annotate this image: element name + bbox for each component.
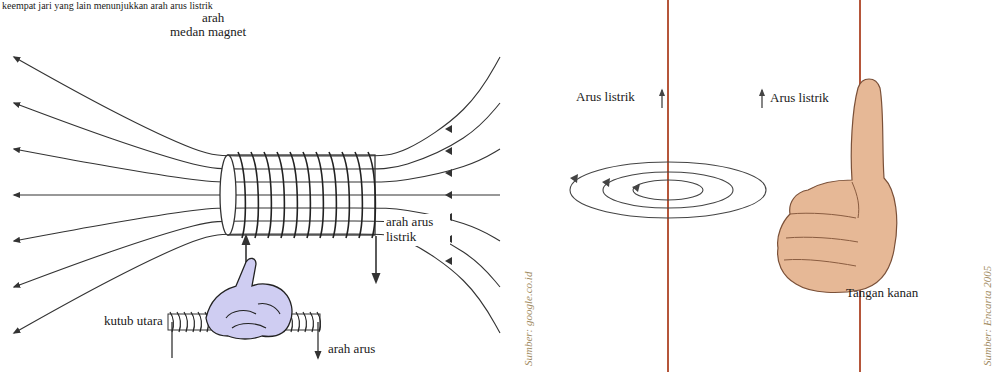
coil-windings — [238, 152, 375, 238]
coil-turn — [238, 152, 245, 238]
hand-label: Tangan kanan — [846, 286, 918, 301]
field-arrow — [445, 125, 452, 133]
coil-turn — [191, 312, 194, 332]
current-label: arah arus — [328, 342, 375, 357]
pole-label: kutub utara — [104, 314, 163, 329]
hand — [206, 258, 292, 339]
coil-turn — [251, 152, 258, 238]
field-arrow — [445, 147, 452, 155]
field-circle — [570, 162, 766, 218]
field-label: arah — [202, 11, 224, 26]
field-line — [14, 57, 500, 156]
coil-turn — [177, 312, 180, 332]
coil-turn — [368, 152, 375, 238]
coil-turn — [198, 312, 201, 332]
current-label: arah arus listrik — [384, 214, 450, 246]
field-label: medan magnet — [170, 25, 246, 40]
solenoid — [220, 152, 376, 282]
current-arrow — [761, 90, 762, 108]
finger-lines — [226, 303, 280, 328]
field-line — [14, 103, 500, 169]
coil-turn — [303, 312, 306, 332]
field-line — [14, 194, 500, 195]
solenoid-core — [228, 155, 375, 235]
core-end — [220, 155, 236, 235]
straight-wire — [570, 0, 766, 372]
coil-turn — [355, 152, 362, 238]
coil-turn — [184, 312, 187, 332]
right-hand — [778, 79, 897, 292]
field-arrow — [445, 191, 452, 199]
field-arrow — [445, 257, 452, 265]
coil-turn — [277, 152, 284, 238]
wire — [667, 0, 669, 372]
small-lead-out — [317, 322, 318, 358]
current-arrow — [661, 90, 662, 108]
field-circle — [603, 172, 733, 208]
hand-grip-solenoid — [168, 258, 320, 358]
source-note: Sumber: google.co.id — [522, 272, 535, 366]
current-label: Arus listrik — [576, 90, 635, 105]
field-arrow — [445, 169, 452, 177]
right-hand-rule — [762, 0, 897, 372]
coil-turn — [310, 312, 313, 332]
field-circle — [633, 180, 703, 200]
current-label: Arus listrik — [768, 90, 831, 107]
coil-turn — [342, 152, 349, 238]
coil-turn — [316, 152, 323, 238]
coil-turn — [303, 152, 310, 238]
coil-turn — [264, 152, 271, 238]
small-lead-in — [171, 322, 172, 358]
coil-turn — [329, 152, 336, 238]
field-direction — [570, 174, 640, 192]
coil-turn — [290, 152, 297, 238]
current-lead-out — [375, 236, 377, 282]
source-note: Sumber: Encarta 2005 — [981, 266, 994, 366]
finger-lines — [784, 182, 859, 266]
coil-turn — [296, 312, 299, 332]
caption-fragment: keempat jari yang lain menunjukkan arah … — [2, 0, 213, 12]
